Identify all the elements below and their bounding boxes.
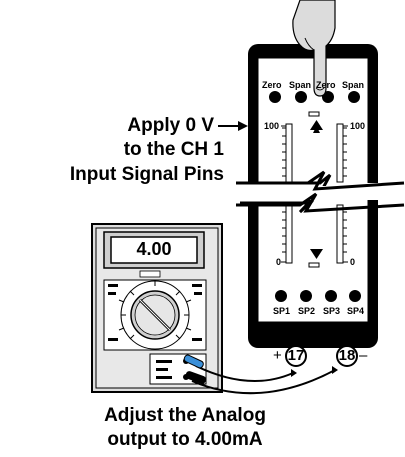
multimeter-display-value: 4.00: [136, 239, 172, 259]
test-leads: [183, 354, 338, 395]
instruction-line-3: Input Signal Pins: [69, 164, 224, 185]
bar-graph-right-upper: [336, 123, 348, 183]
bottom-label-sp3: SP3: [323, 306, 341, 316]
span-button-1: [295, 91, 307, 103]
positive-probe: [183, 354, 204, 369]
instruction-line-1: Apply 0 V: [127, 115, 214, 136]
scale-top-right: 100: [350, 121, 366, 131]
zero-button-1: [269, 91, 281, 103]
sp2-button: [300, 290, 312, 302]
instruction-arrow: [218, 121, 248, 131]
terminal-17: [285, 345, 307, 367]
top-label-span-2: Span: [342, 80, 365, 90]
positive-sign: +: [273, 347, 282, 364]
bottom-label-sp1: SP1: [273, 306, 291, 316]
bottom-buttons: [275, 290, 361, 302]
sp3-button: [325, 290, 337, 302]
scale-bottom-right: 0: [350, 257, 356, 267]
span-button-2: [348, 91, 360, 103]
scale-top-left: 100: [264, 121, 280, 131]
terminal-18-label: 18: [338, 347, 356, 364]
bottom-label-sp4: SP4: [347, 306, 365, 316]
multimeter: [91, 223, 223, 393]
sp4-button: [349, 290, 361, 302]
display-screen: [110, 236, 198, 264]
top-buttons: [269, 91, 360, 103]
scale-bottom-left: 0: [276, 257, 282, 267]
top-indicator: [308, 111, 320, 117]
top-label-span-1: Span: [289, 80, 312, 90]
negative-sign: –: [359, 347, 368, 364]
bar-graph-right-lower: [336, 204, 348, 264]
hand-pointer-icon: [292, 0, 336, 97]
panel-break: [234, 170, 405, 214]
caption-line-2: output to 4.00mA: [107, 429, 263, 450]
down-arrow-icon: [310, 249, 323, 259]
negative-probe: [185, 371, 207, 384]
terminal-18: [336, 345, 358, 367]
bottom-indicator: [308, 262, 320, 268]
caption-line-1: Adjust the Analog: [104, 405, 266, 426]
arrow-right-icon: [238, 121, 248, 131]
terminal-17-label: 17: [287, 347, 305, 364]
top-label-zero-1: Zero: [262, 80, 282, 90]
sp1-button: [275, 290, 287, 302]
bottom-label-sp2: SP2: [298, 306, 316, 316]
top-label-zero-2: Zero: [316, 80, 336, 90]
instruction-line-2: to the CH 1: [123, 139, 224, 160]
